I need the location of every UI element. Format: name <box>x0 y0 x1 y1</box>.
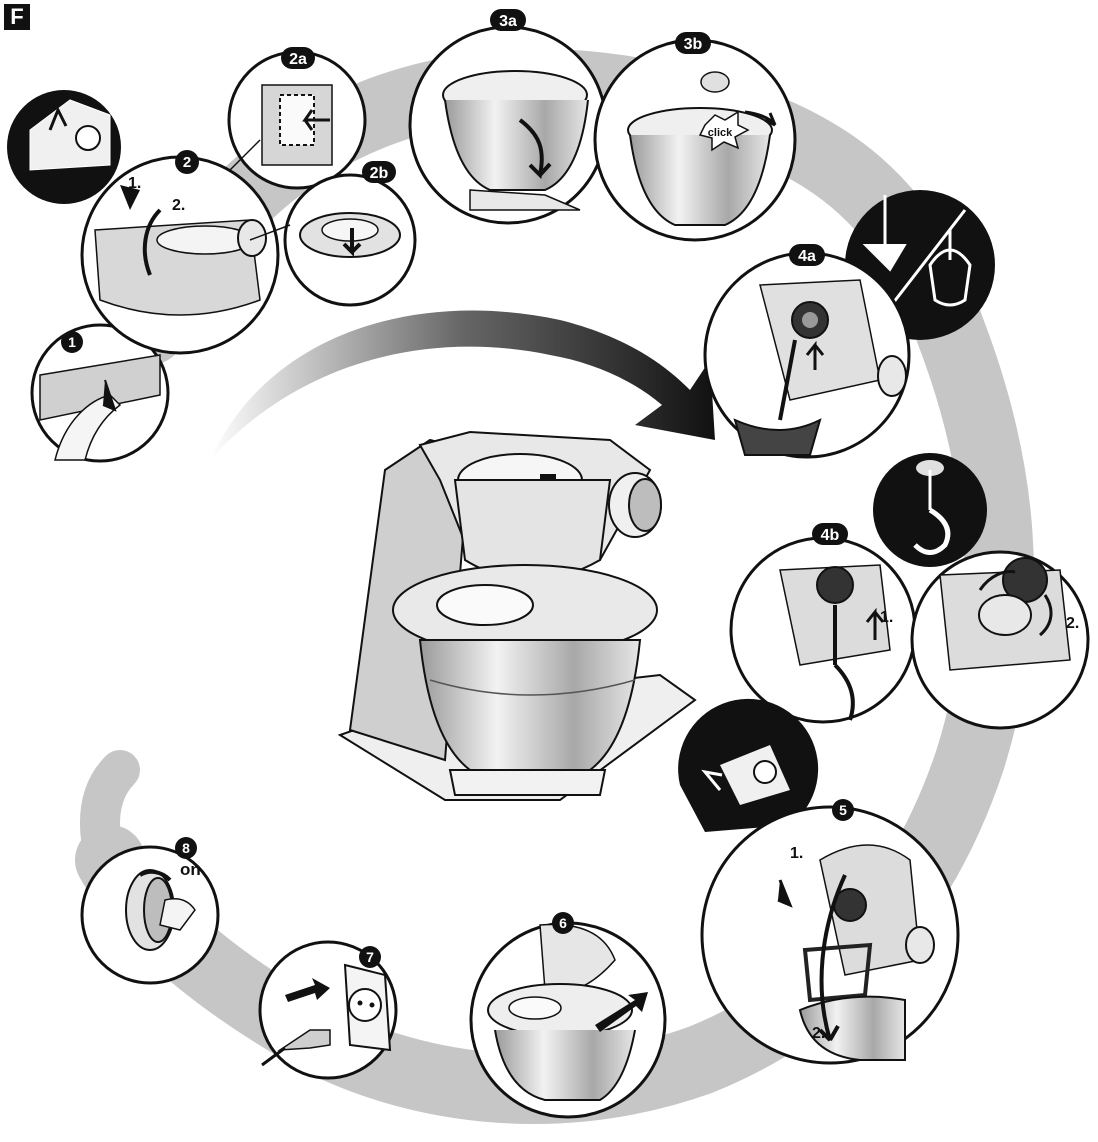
step-6-number: 6 <box>559 915 567 931</box>
step-4b-substep-2: 2. <box>1066 615 1079 632</box>
step-1-circle <box>30 323 170 463</box>
click-sound-label: click <box>708 127 733 139</box>
step-badge-1: 1 <box>61 331 83 353</box>
step-3b-circle: click <box>593 38 797 242</box>
step-2a-number: 2a <box>289 51 307 68</box>
step-badge-3a: 3a <box>490 9 526 31</box>
step-2-substep-2: 2. <box>172 197 185 214</box>
step-badge-2a: 2a <box>281 47 315 69</box>
step-7-circle <box>258 940 398 1080</box>
step-badge-4b: 4b <box>812 523 848 545</box>
step-badge-7: 7 <box>359 946 381 968</box>
step-4b-circle <box>729 536 917 724</box>
step-badge-3b: 3b <box>675 32 711 54</box>
step-2-circle <box>80 155 280 355</box>
step-badge-5: 5 <box>832 799 854 821</box>
step-4a-number: 4a <box>798 248 816 265</box>
step-6-circle <box>469 921 667 1119</box>
step-5-substep-1: 1. <box>790 845 803 862</box>
step-3a-number: 3a <box>499 13 517 30</box>
step-2a-circle <box>227 50 367 190</box>
step-5-substep-2: 2. <box>812 1025 825 1042</box>
big-curved-arrow <box>210 310 715 460</box>
step-badge-6: 6 <box>552 912 574 934</box>
step-5-circle <box>700 805 960 1065</box>
step-2-inset-circle <box>7 90 121 204</box>
step-4b-inset-circle <box>873 453 987 567</box>
step-2-substep-1: 1. <box>128 175 141 192</box>
step-8-circle <box>80 845 220 985</box>
step-5-number: 5 <box>839 802 847 818</box>
step-badge-8: 8 <box>175 837 197 859</box>
step-4b-substep-1: 1. <box>880 609 893 626</box>
step-4a-circle <box>703 251 911 459</box>
step-2b-circle <box>283 173 417 307</box>
section-label: F <box>4 4 30 30</box>
stand-mixer <box>337 430 697 801</box>
step-badge-4a: 4a <box>789 244 825 266</box>
step-1-number: 1 <box>68 334 76 350</box>
step-3b-number: 3b <box>684 36 703 53</box>
step-4b-number: 4b <box>821 527 840 544</box>
sequence-path-tail <box>80 750 140 880</box>
step-2-number: 2 <box>183 154 191 171</box>
step-3a-circle <box>408 25 608 225</box>
step-badge-2: 2 <box>175 150 199 174</box>
step-badge-2b: 2b <box>362 161 396 183</box>
step-8-switch-label: on <box>180 860 201 879</box>
step-7-number: 7 <box>366 949 374 965</box>
step-2b-number: 2b <box>370 165 389 182</box>
step-8-number: 8 <box>182 840 190 856</box>
step-4b-detail-circle <box>910 550 1090 730</box>
step-5-inset-circle <box>678 698 819 832</box>
